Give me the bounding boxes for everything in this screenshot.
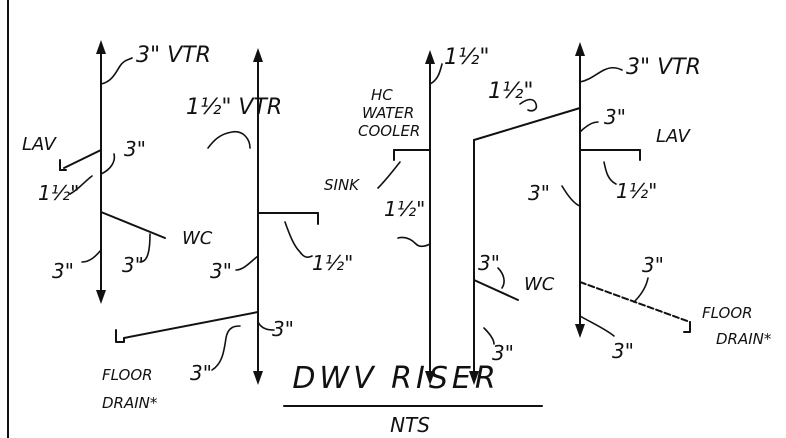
riser-1-wc-label: WC <box>182 228 213 249</box>
riser-3-top-leader <box>429 63 443 85</box>
riser-2-vtr-leader <box>207 130 251 149</box>
riser-1-lower-leader <box>81 249 102 263</box>
riser-3-cooler-line3: COOLER <box>358 122 420 140</box>
riser-5-lav-leader <box>603 161 617 185</box>
riser-5-lav-label: LAV <box>656 126 691 147</box>
riser-5-arrow-down <box>575 324 585 338</box>
diagram-subtitle: NTS <box>390 413 430 437</box>
riser-5: 3" VTR 3" LAV 3" 1½" 3" 3" FLOOR DRAIN* <box>528 42 772 363</box>
riser-4-wc-leader <box>497 267 505 289</box>
riser-3-arrow-down <box>425 371 435 385</box>
riser-1-lav-leader <box>69 175 93 195</box>
riser-2-vtr-label: 1½" VTR <box>186 95 282 120</box>
riser-5-branch-leader <box>579 121 599 133</box>
diagram-title-block: DWV RISER NTS <box>283 361 543 437</box>
riser-1-vtr-label: 3" VTR <box>136 43 211 68</box>
riser-1-wc-leader <box>139 233 151 263</box>
riser-3-size: 1½" <box>384 197 425 221</box>
riser-1-wc-branch <box>100 211 166 239</box>
riser-2-drain-leader <box>211 325 241 371</box>
riser-5-arrow-up <box>575 42 585 56</box>
riser-1-lav-size: 1½" <box>38 181 79 205</box>
riser-2-drain-trap <box>115 329 125 343</box>
riser-5-drain-size: 3" <box>642 253 664 277</box>
riser-4-arrow-down <box>469 371 479 385</box>
riser-5-lav-size: 1½" <box>616 179 657 203</box>
riser-2-floor-drain-line1: FLOOR <box>102 366 153 384</box>
riser-5-floor-drain-line1: FLOOR <box>702 304 753 322</box>
riser-2-branch-size: 1½" <box>312 251 353 275</box>
riser-2-lower-size: 3" <box>210 259 232 283</box>
riser-3-cooler-line2: WATER <box>362 104 414 122</box>
riser-4-wc-branch <box>473 279 519 301</box>
riser-4-wc-size: 3" <box>478 251 500 275</box>
riser-2-branch-leader <box>284 221 313 258</box>
riser-4-vent-connector <box>473 107 581 141</box>
riser-2-floor-drain-line2: DRAIN* <box>102 394 158 412</box>
riser-3-sink-label: SINK <box>324 176 360 194</box>
riser-1-branch-size: 3" <box>124 137 146 161</box>
riser-4: 1½" 3" WC 3" <box>469 79 581 385</box>
riser-2-arrow-up <box>253 48 263 62</box>
riser-2: 1½" VTR 1½" 3" 3" 3" FLOOR DRAIN* <box>102 48 353 412</box>
riser-1-wc-size: 3" <box>122 253 144 277</box>
riser-2-bottom-leader <box>257 321 275 331</box>
riser-4-bottom-size: 3" <box>492 341 514 365</box>
riser-2-arrow-down <box>253 371 263 385</box>
riser-5-bottom-size: 3" <box>612 339 634 363</box>
riser-1-lav-branch <box>63 149 102 169</box>
riser-4-bottom-leader <box>483 327 495 345</box>
riser-1-branch-leader <box>100 153 116 175</box>
riser-1-arrow-up <box>96 40 106 54</box>
riser-3-cooler-line1: HC <box>371 86 393 104</box>
riser-1-lower-size: 3" <box>52 259 74 283</box>
riser-5-drain-leader <box>633 277 649 303</box>
riser-5-lower-leader <box>561 185 581 207</box>
riser-1: 3" VTR LAV 3" 1½" WC 3" 3" <box>22 40 213 304</box>
riser-5-vtr-leader <box>579 66 623 83</box>
riser-3-size-leader <box>397 236 431 248</box>
riser-2-drain-size: 3" <box>190 361 212 385</box>
diagram-title: DWV RISER <box>292 361 499 396</box>
riser-3: 1½" HC WATER COOLER SINK 1½" <box>324 45 489 385</box>
riser-2-drain-branch <box>123 311 259 339</box>
riser-4-top-size: 1½" <box>488 79 533 104</box>
riser-3-arrow-up <box>425 50 435 64</box>
riser-5-floor-drain-line2: DRAIN* <box>716 330 772 348</box>
riser-4-wc-label: WC <box>524 274 555 295</box>
riser-5-bottom-leader <box>579 315 615 337</box>
riser-1-arrow-down <box>96 290 106 304</box>
riser-2-lower-leader <box>235 255 259 271</box>
riser-4-top-leader <box>519 98 538 112</box>
riser-5-lower-size: 3" <box>528 181 550 205</box>
riser-3-top-size: 1½" <box>444 45 489 70</box>
riser-2-bottom-size: 3" <box>272 317 294 341</box>
riser-5-drain-trap <box>683 321 691 333</box>
riser-1-vtr-leader <box>100 57 133 85</box>
riser-5-branch-size: 3" <box>604 105 626 129</box>
riser-1-lav-label: LAV <box>22 134 57 155</box>
riser-3-sink-leader <box>377 161 401 189</box>
riser-5-vtr-label: 3" VTR <box>626 55 701 80</box>
